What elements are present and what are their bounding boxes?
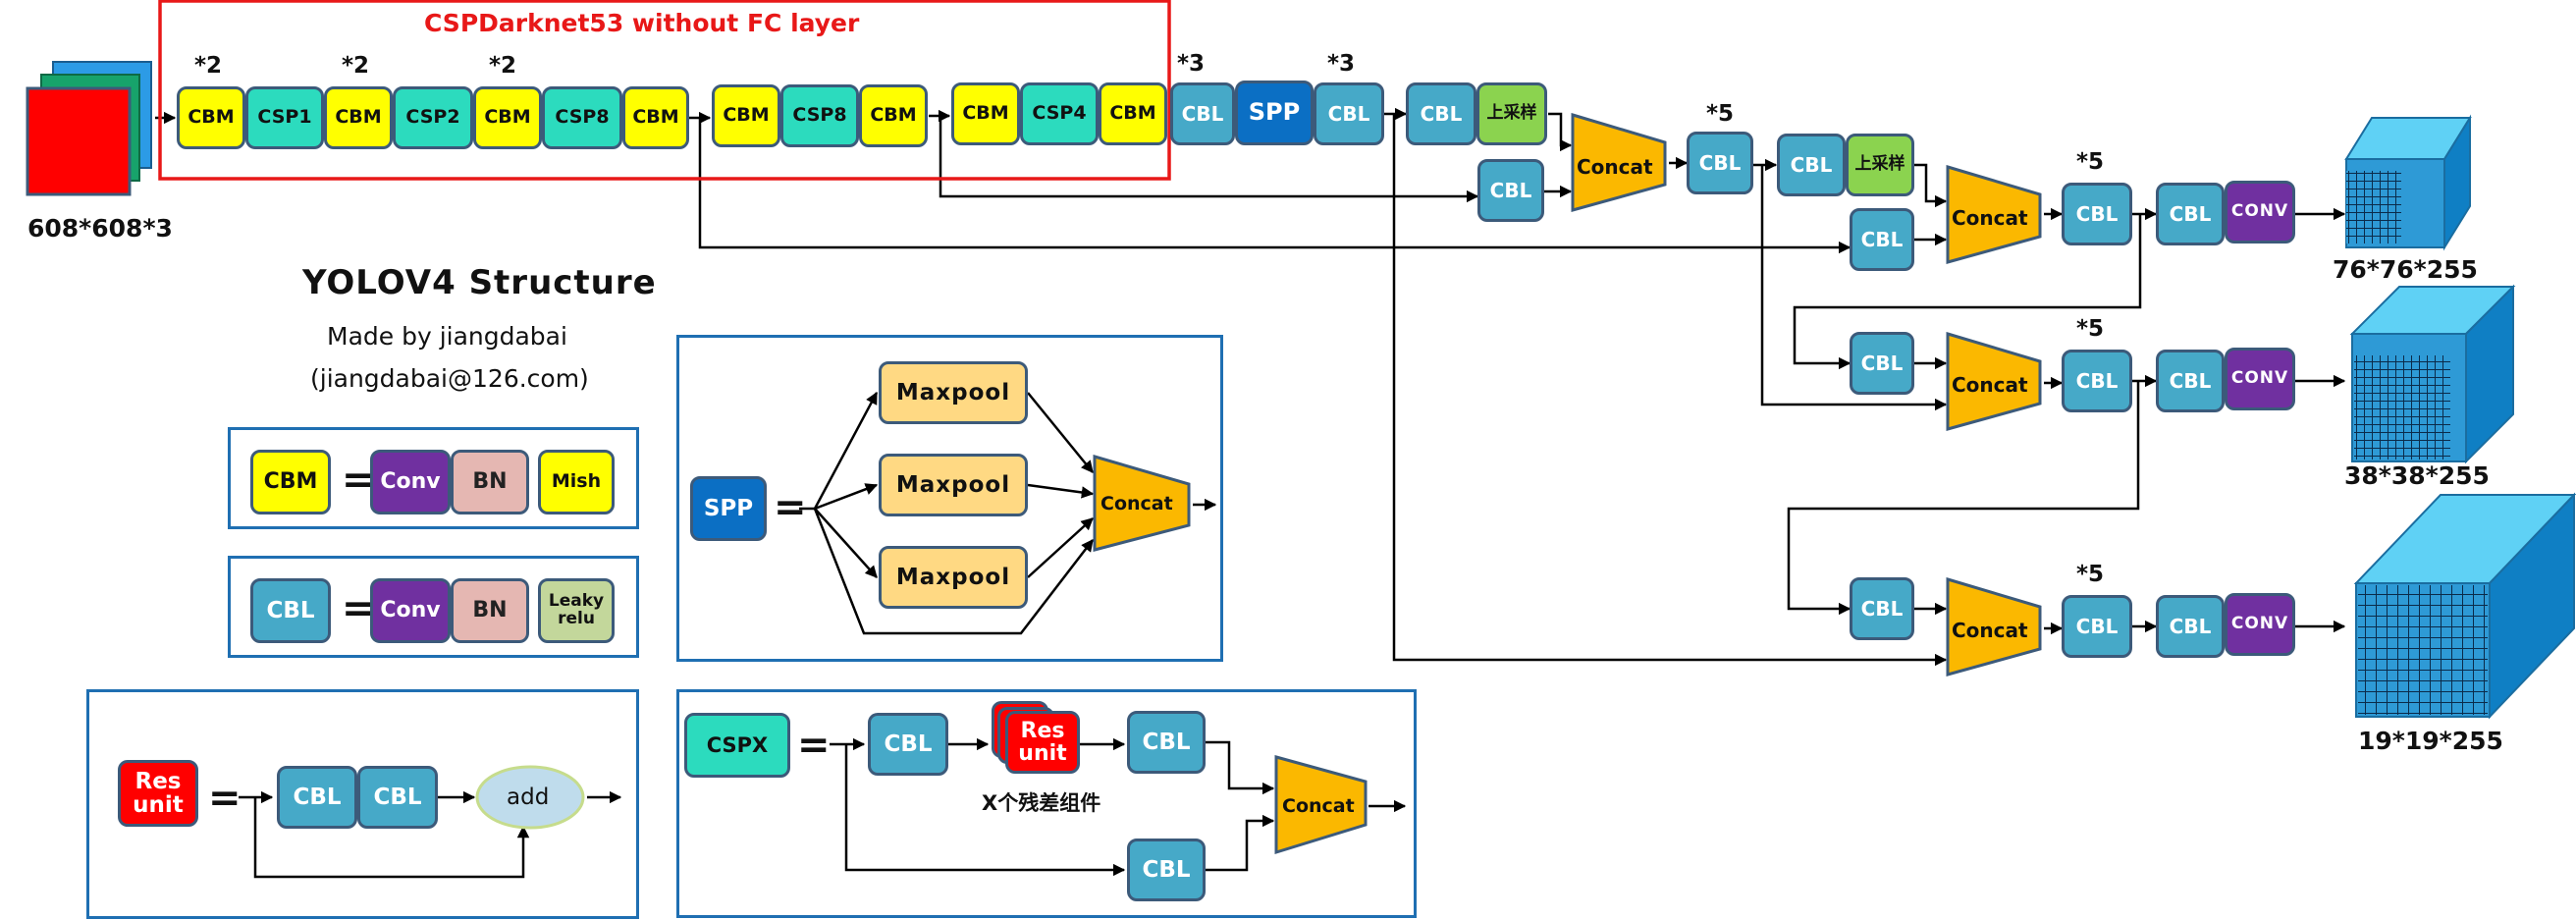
equals-sign: = — [342, 586, 375, 631]
cbl-block: CBL — [1170, 82, 1235, 145]
cbl-block: CBL — [357, 766, 438, 829]
spp-legend-frame — [676, 335, 1223, 662]
output-size-19: 19*19*255 — [2358, 727, 2503, 755]
maxpool-block: Maxpool — [879, 361, 1028, 424]
multiplier-label: *2 — [342, 53, 370, 79]
csp8-block: CSP8 — [542, 86, 622, 149]
multiplier-label: *5 — [2076, 562, 2105, 587]
cbl-block: CBL — [1127, 839, 1206, 901]
equals-sign: = — [774, 485, 807, 530]
concat-label: Concat — [1282, 795, 1355, 817]
cbl-block: CBL — [277, 766, 357, 829]
cbl-block: CBL — [1477, 159, 1544, 222]
multiplier-label: *5 — [2076, 149, 2105, 175]
cbm-block: CBM — [859, 84, 928, 147]
legend-spp-block: SPP — [690, 476, 767, 541]
res-unit-block: Res unit — [1005, 711, 1080, 774]
cspx-legend-frame — [676, 689, 1417, 918]
csp2-block: CSP2 — [393, 86, 473, 149]
output-size-38: 38*38*255 — [2344, 461, 2490, 490]
equals-sign: = — [797, 723, 831, 768]
legend-mish-block: Mish — [538, 450, 615, 514]
cbl-block: CBL — [1687, 132, 1753, 194]
cbm-block: CBM — [1099, 82, 1167, 145]
input-size-label: 608*608*3 — [27, 214, 173, 243]
csp1-block: CSP1 — [245, 86, 324, 149]
cbl-block: CBL — [868, 713, 948, 776]
cbl-block: CBL — [1850, 332, 1914, 395]
concat-label: Concat — [1100, 493, 1173, 514]
author-email: (jiangdabai@126.com) — [310, 364, 589, 393]
cbl-block: CBL — [2156, 595, 2225, 658]
cbm-legend-frame — [228, 427, 639, 529]
cbm-block: CBM — [622, 86, 689, 149]
upsample-block: 上采样 — [1476, 82, 1547, 145]
output-tensor-38 — [2349, 284, 2516, 464]
conv-block: CONV — [2225, 181, 2295, 244]
equals-sign: = — [342, 458, 375, 503]
cbm-block: CBM — [324, 86, 393, 149]
cbm-block: CBM — [473, 86, 542, 149]
cbl-block: CBL — [2156, 350, 2225, 412]
cbl-block: CBL — [1314, 82, 1384, 145]
legend-cbl-block: CBL — [250, 578, 331, 643]
multiplier-label: *2 — [489, 53, 517, 79]
output-tensor-76 — [2344, 114, 2472, 251]
cbl-legend-frame — [228, 556, 639, 658]
legend-leaky-relu-block: Leaky relu — [538, 578, 615, 643]
cbm-block: CBM — [712, 84, 780, 147]
cbl-block: CBL — [2062, 350, 2132, 412]
conv-block: CONV — [2225, 593, 2295, 656]
multiplier-label: *5 — [2076, 316, 2105, 342]
output-tensor-19 — [2353, 492, 2576, 720]
multiplier-label: *2 — [194, 53, 223, 79]
multiplier-label: *3 — [1177, 51, 1206, 77]
output-size-76: 76*76*255 — [2333, 255, 2478, 284]
cbl-block: CBL — [2156, 183, 2225, 245]
cbm-block: CBM — [951, 82, 1020, 145]
spp-block: SPP — [1235, 81, 1314, 145]
cbm-block: CBM — [177, 86, 245, 149]
cbl-block: CBL — [1406, 82, 1476, 145]
legend-conv-block: Conv — [370, 450, 451, 514]
conv-block: CONV — [2225, 348, 2295, 410]
cbl-block: CBL — [2062, 183, 2132, 245]
csp4-block: CSP4 — [1020, 82, 1099, 145]
legend-res-unit-block: Res unit — [118, 760, 198, 827]
residual-caption: X个残差组件 — [982, 791, 1101, 815]
cbl-block: CBL — [1850, 577, 1914, 640]
concat-label: Concat — [1952, 619, 2028, 642]
diagram-title: YOLOV4 Structure — [302, 263, 657, 302]
legend-conv-block: Conv — [370, 578, 451, 643]
cbl-block: CBL — [2062, 595, 2132, 658]
legend-bn-block: BN — [451, 578, 529, 643]
concat-label: Concat — [1577, 155, 1653, 179]
legend-cspx-block: CSPX — [684, 713, 790, 778]
legend-bn-block: BN — [451, 450, 529, 514]
cbl-block: CBL — [1127, 711, 1206, 774]
resunit-legend-frame — [86, 689, 639, 919]
backbone-label: CSPDarknet53 without FC layer — [424, 9, 860, 37]
author-line: Made by jiangdabai — [327, 322, 567, 351]
maxpool-block: Maxpool — [879, 546, 1028, 609]
maxpool-block: Maxpool — [879, 454, 1028, 516]
multiplier-label: *5 — [1706, 101, 1735, 127]
concat-label: Concat — [1952, 206, 2028, 230]
cbl-block: CBL — [1850, 208, 1914, 271]
csp8-block: CSP8 — [780, 84, 859, 147]
cbl-block: CBL — [1777, 134, 1846, 196]
add-node-label: add — [507, 785, 550, 810]
equals-sign: = — [208, 776, 242, 821]
concat-label: Concat — [1952, 373, 2028, 397]
upsample-block: 上采样 — [1846, 134, 1914, 196]
legend-cbm-block: CBM — [250, 450, 331, 514]
multiplier-label: *3 — [1327, 51, 1356, 77]
